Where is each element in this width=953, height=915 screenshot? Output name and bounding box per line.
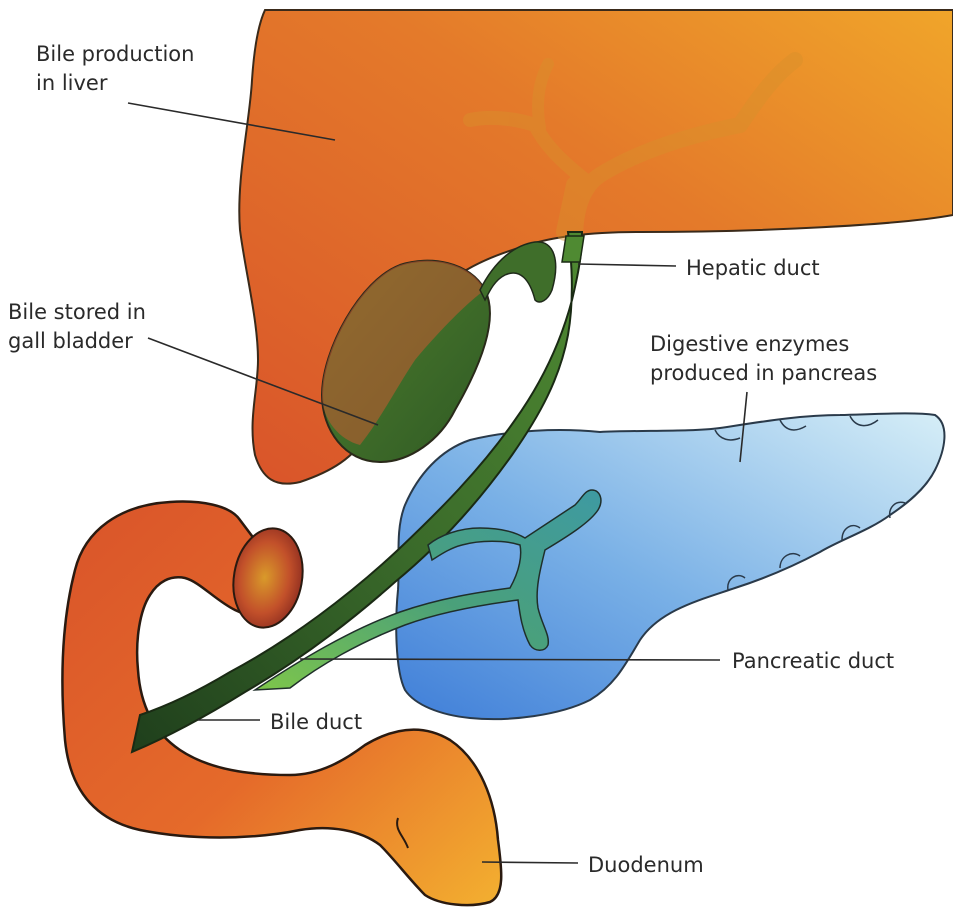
label-liver-line-2: in liver — [36, 69, 194, 98]
label-gall-line-1: Bile stored in — [8, 298, 146, 327]
leader-duod — [482, 862, 578, 863]
label-bile-duct: Bile duct — [270, 708, 362, 737]
label-liver-line-1: Bile production — [36, 40, 194, 69]
hepatic-duct — [562, 236, 584, 262]
label-gall-line-2: gall bladder — [8, 327, 146, 356]
label-hepatic-duct: Hepatic duct — [686, 254, 820, 283]
label-pancreas: Digestive enzymes produced in pancreas — [650, 330, 877, 388]
label-liver: Bile production in liver — [36, 40, 194, 98]
label-pancreas-line-1: Digestive enzymes — [650, 330, 877, 359]
leader-hepatic — [578, 264, 676, 266]
label-gall-bladder: Bile stored in gall bladder — [8, 298, 146, 356]
label-duodenum: Duodenum — [588, 851, 704, 880]
label-pancreatic-duct: Pancreatic duct — [732, 647, 894, 676]
leader-pduct — [300, 659, 720, 660]
label-pancreas-line-2: produced in pancreas — [650, 359, 877, 388]
